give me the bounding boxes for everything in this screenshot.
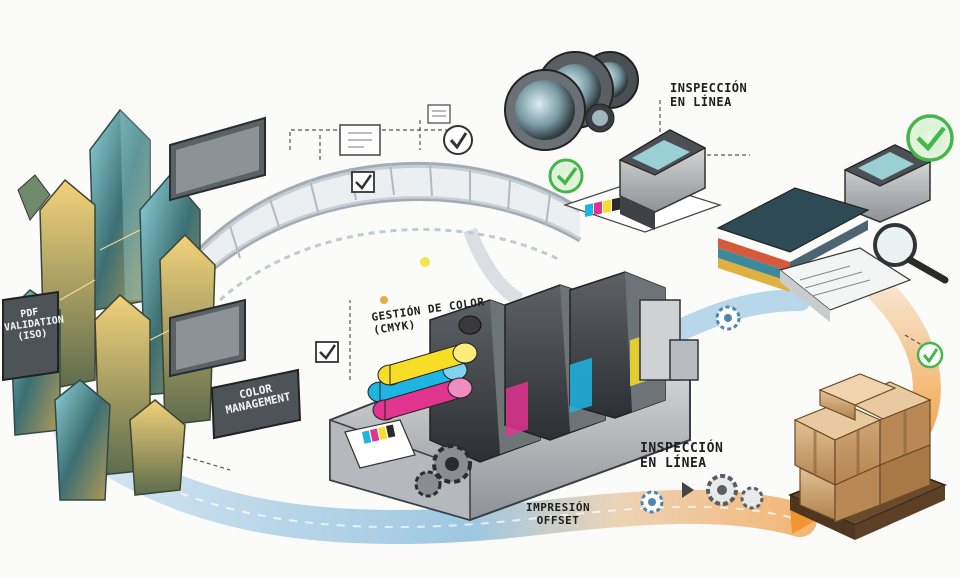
check-icon [906,114,954,162]
connector-lines [179,100,931,471]
monitor-screen [169,298,246,378]
pdf-validation-sign [1,290,59,382]
lens-icon [504,51,639,151]
impresion-line: OFFSET [536,513,580,527]
color-management-sign [210,368,302,440]
gear-icon [715,305,741,331]
check-icon [443,125,473,155]
inspeccion-top-line: EN LÍNEA [670,94,732,109]
gear-icon [640,490,664,514]
impresion-offset-label: IMPRESIÓN OFFSET [526,501,591,527]
check-icon [315,341,339,363]
check-icon [548,158,584,194]
pallet-boxes-icon [788,373,947,540]
bridge-icon [197,161,582,307]
accent-dot [420,257,430,267]
inspeccion-mid-label: INSPECCIÓN EN LÍNEA [640,441,724,472]
document-icon [427,104,451,124]
offset-press-icon [329,271,699,522]
impresion-line: IMPRESIÓN [526,501,591,514]
document-icon [339,124,381,156]
monitor-screen [169,116,266,202]
spectrophotometer-icon [618,129,707,230]
accent-dot [380,296,388,304]
check-icon [351,171,375,193]
inspeccion-mid-line: EN LÍNEA [640,455,707,471]
gear-icon [706,474,764,510]
check-icon [916,341,944,369]
inspeccion-top-line: INSPECCIÓN [670,81,748,95]
inspeccion-top-label: INSPECCIÓN EN LÍNEA [670,81,748,110]
inspeccion-mid-line: INSPECCIÓN [640,441,724,456]
brochure-stack [716,187,912,322]
magnifier-icon [873,223,949,284]
